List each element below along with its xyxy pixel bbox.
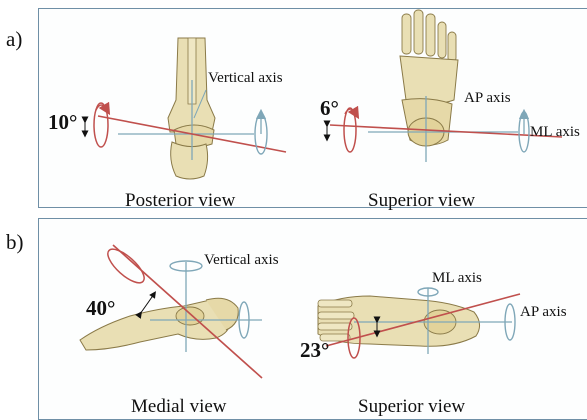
panel-a-left-angle: 10°: [48, 110, 77, 135]
panel-a-right-axis-label-ml: ML axis: [530, 124, 580, 141]
panel-b-left-axis-label: Vertical axis: [204, 252, 279, 269]
panel-b-right-axis-label-ml: ML axis: [432, 270, 482, 287]
panel-a-right-angle: 6°: [320, 96, 339, 121]
panel-a-left-view-label: Posterior view: [125, 190, 235, 212]
panel-a-left-axis-label: Vertical axis: [208, 70, 283, 87]
superior-foot-illustration: [400, 10, 458, 146]
panel-b-letter: b): [6, 230, 24, 255]
panel-a-right-view-label: Superior view: [368, 190, 475, 212]
panel-a-letter: a): [6, 27, 22, 52]
panel-a-right-axis-label-ap: AP axis: [464, 90, 511, 107]
panel-b-right-view-label: Superior view: [358, 396, 465, 418]
panel-b-right-axis-label-ap: AP axis: [520, 304, 567, 321]
superior-foot-b-illustration: [318, 296, 480, 346]
panel-b-right-angle: 23°: [300, 338, 329, 363]
panel-b-left-view-label: Medial view: [131, 396, 227, 418]
panel-b-left-angle: 40°: [86, 296, 115, 321]
